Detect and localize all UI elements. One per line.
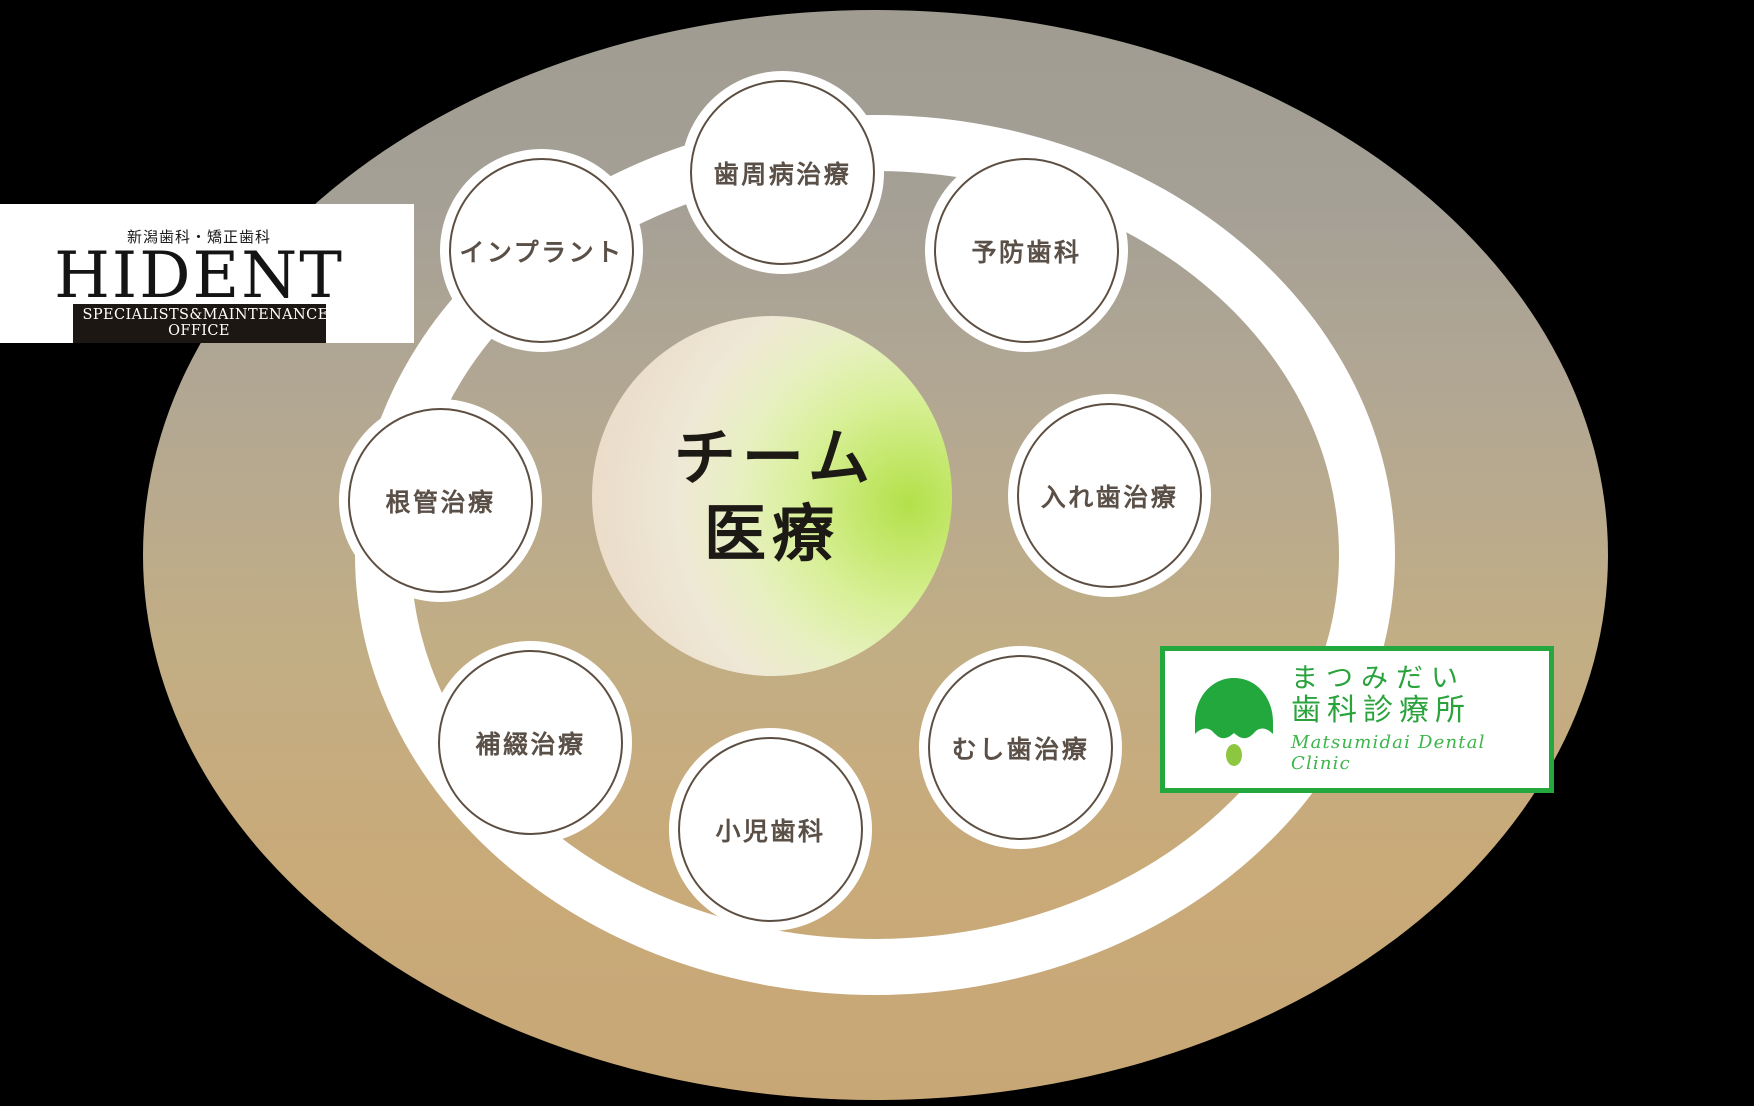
node-label: インプラント — [459, 237, 624, 267]
node-label: 歯周病治療 — [713, 159, 852, 189]
center-circle: チーム 医療 — [592, 316, 952, 676]
hident-logo: 新潟歯科・矯正歯科 HIDENT SPECIALISTS&MAINTENANCE… — [0, 204, 414, 343]
node-periodontal[interactable]: 歯周病治療 — [690, 80, 875, 265]
hident-tagline: 新潟歯科・矯正歯科 — [126, 228, 271, 246]
node-caries[interactable]: むし歯治療 — [928, 655, 1113, 840]
node-endodontic[interactable]: 根管治療 — [348, 408, 533, 593]
node-label: 予防歯科 — [971, 237, 1082, 267]
matsumidai-romaji: Matsumidai Dental Clinic — [1291, 731, 1486, 775]
node-label: 小児歯科 — [715, 816, 826, 846]
matsumidai-wordmark: まつみだい 歯科診療所 Matsumidai Dental Clinic — [1291, 664, 1549, 774]
hident-wordmark: HIDENT — [54, 239, 344, 313]
node-label: 根管治療 — [385, 487, 496, 517]
hident-strapline: SPECIALISTS&MAINTENANCE OFFICE — [72, 303, 328, 343]
node-label: むし歯治療 — [951, 734, 1090, 764]
umbrella-tooth-icon — [1191, 674, 1277, 766]
matsumidai-kana: まつみだい — [1291, 663, 1466, 695]
center-label: チーム 医療 — [673, 421, 877, 570]
node-denture[interactable]: 入れ歯治療 — [1017, 403, 1202, 588]
node-implant[interactable]: インプラント — [449, 158, 634, 343]
node-label: 補綴治療 — [475, 729, 586, 759]
matsumidai-kanji: 歯科診療所 — [1291, 693, 1471, 728]
node-prosthetic[interactable]: 補綴治療 — [438, 650, 623, 835]
matsumidai-logo: まつみだい 歯科診療所 Matsumidai Dental Clinic — [1160, 646, 1554, 793]
node-preventive[interactable]: 予防歯科 — [934, 158, 1119, 343]
node-label: 入れ歯治療 — [1040, 482, 1179, 512]
node-pediatric[interactable]: 小児歯科 — [678, 737, 863, 922]
